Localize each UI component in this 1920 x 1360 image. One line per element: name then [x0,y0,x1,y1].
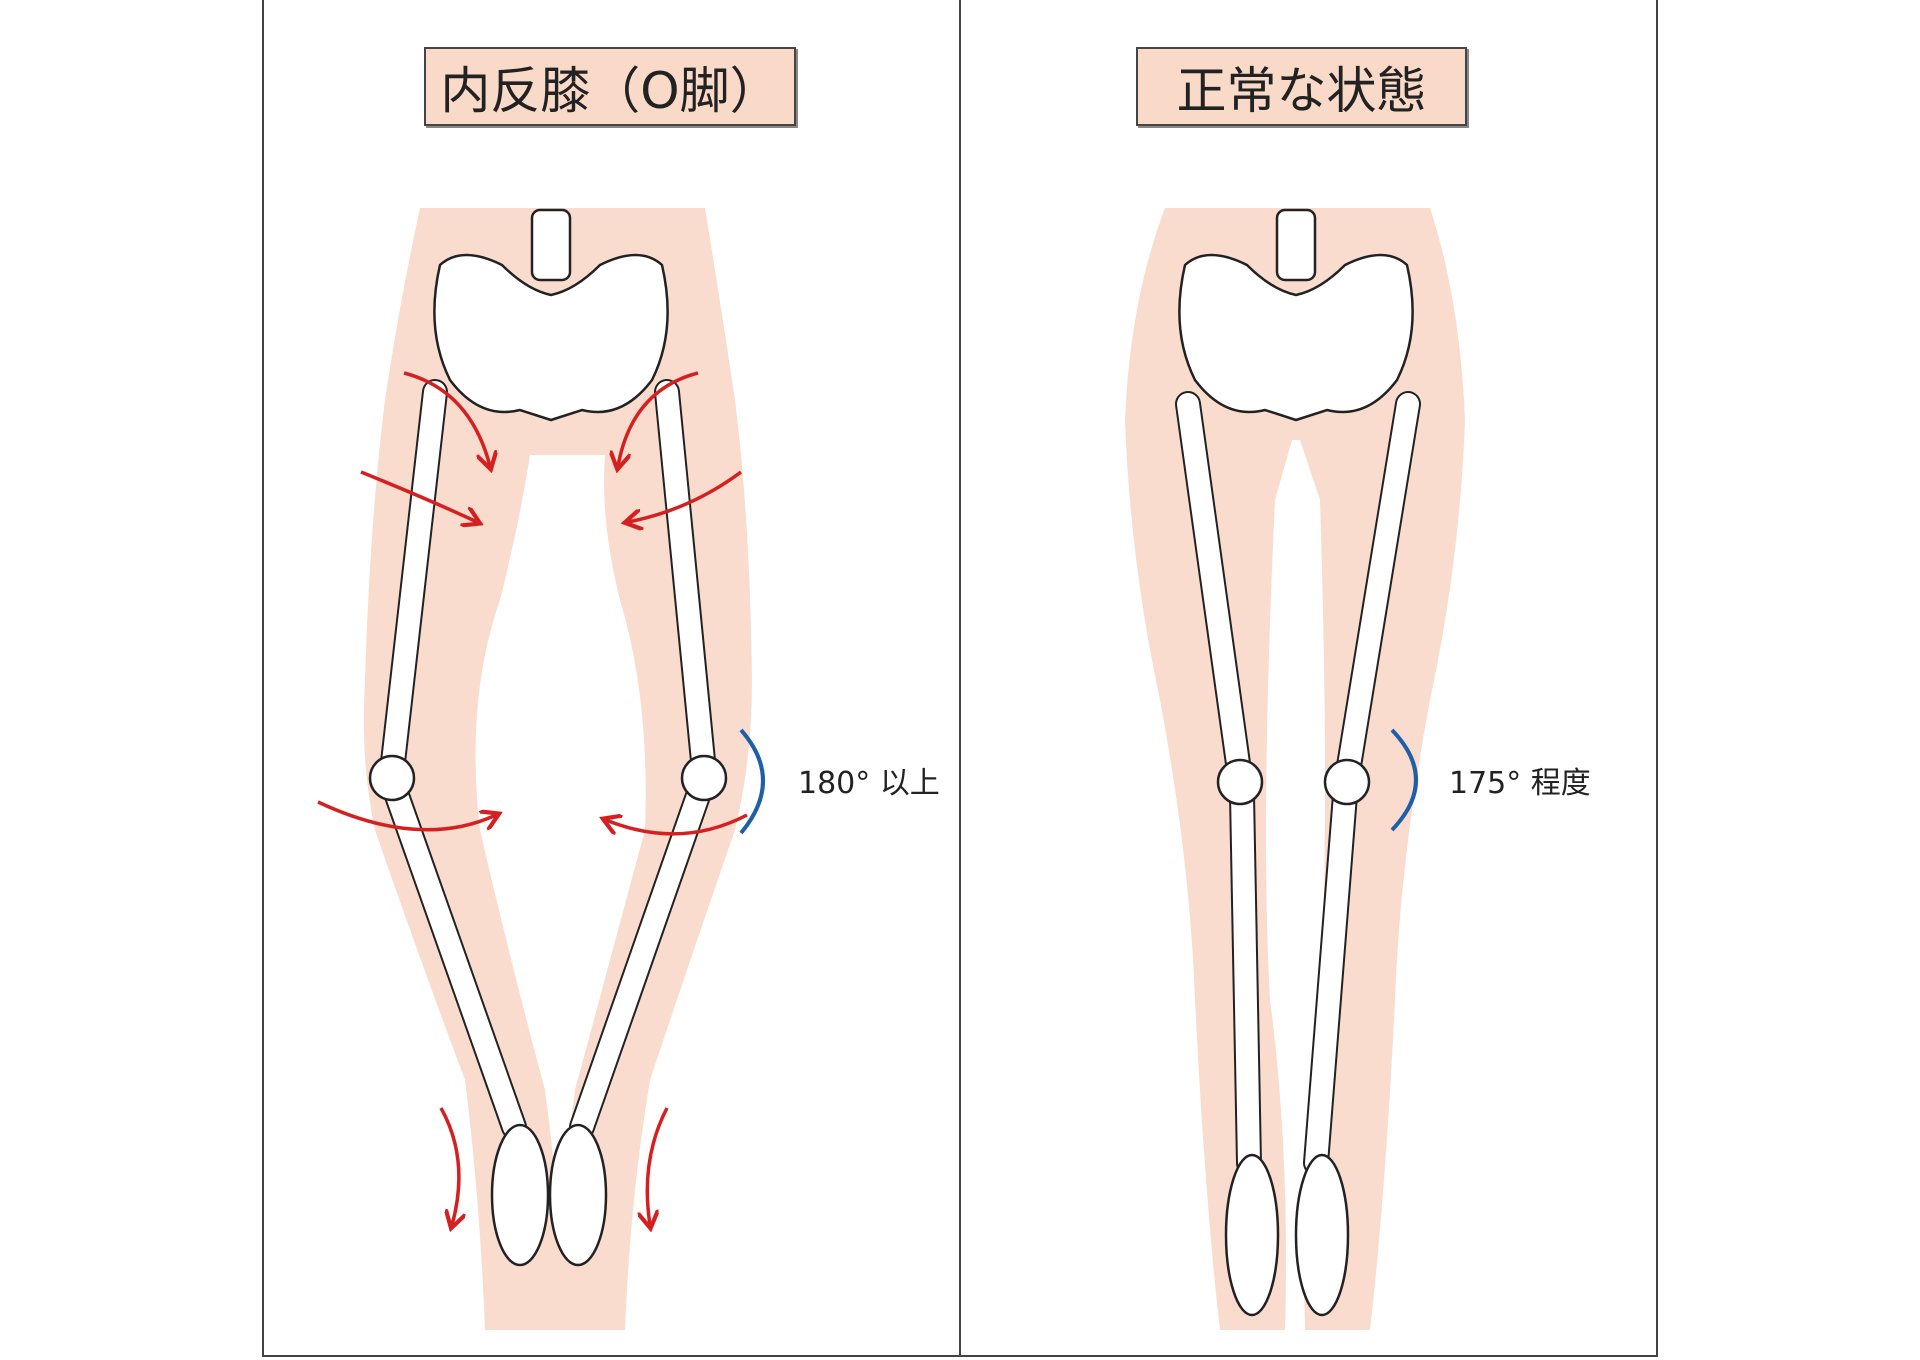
body-silhouette [363,208,752,1330]
normal-leg-skeleton [1125,208,1465,1330]
angle-arc-icon [1390,728,1418,832]
angle-arc-icon [739,728,765,835]
normal-angle-label: 175° 程度 [1449,766,1591,801]
rotation-arrows [317,371,748,1225]
bow-legs-title: 内反膝（O脚） [424,47,796,126]
panel-divider [959,0,961,1357]
bow-legs-angle-label: 180° 以上 [798,766,940,801]
pelvis [1178,208,1414,1317]
bow-leg-skeleton [363,208,752,1330]
pelvis [368,208,728,1267]
normal-state-title: 正常な状態 [1136,47,1467,126]
